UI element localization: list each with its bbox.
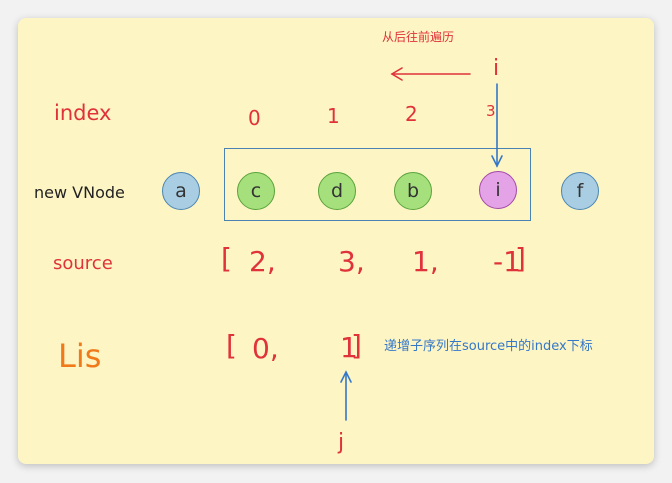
pointer-j-arrow (340, 370, 352, 421)
vnode-d: d (318, 172, 356, 210)
vnode-a: a (162, 172, 200, 210)
lis-close-bracket: ] (351, 329, 362, 362)
pointer-i-label: i (493, 56, 500, 81)
new-children-range-box (224, 148, 531, 221)
source-value: 1, (412, 245, 439, 278)
pointer-j-label: j (338, 430, 345, 455)
source-value: 3, (338, 245, 365, 278)
lis-open-bracket: [ (226, 329, 237, 362)
vnode-c: c (237, 172, 275, 210)
source-open-bracket: [ (221, 242, 232, 275)
index-value: 0 (248, 106, 261, 130)
lis-description: 递增子序列在source中的index下标 (384, 339, 593, 354)
lis-value: 1 (340, 331, 358, 364)
traverse-direction-note: 从后往前遍历 (382, 30, 455, 44)
traverse-direction-arrow (390, 67, 471, 81)
row-label-index: index (54, 101, 112, 125)
pointer-i-arrow (491, 83, 503, 168)
lis-value: 0, (252, 332, 279, 365)
vnode-b: b (394, 172, 432, 210)
source-value: -1 (493, 245, 521, 278)
row-label-new-vnode: new VNode (34, 183, 125, 202)
index-value: 1 (327, 104, 340, 128)
index-value: 3 (486, 102, 496, 120)
row-label-lis: Lis (58, 337, 102, 375)
source-value: 2, (249, 245, 276, 278)
vnode-f: f (561, 172, 599, 210)
row-label-source: source (53, 253, 113, 274)
diagram-canvas (18, 18, 654, 464)
vnode-i: i (479, 171, 517, 209)
index-value: 2 (405, 102, 418, 126)
source-close-bracket: ] (515, 242, 526, 275)
